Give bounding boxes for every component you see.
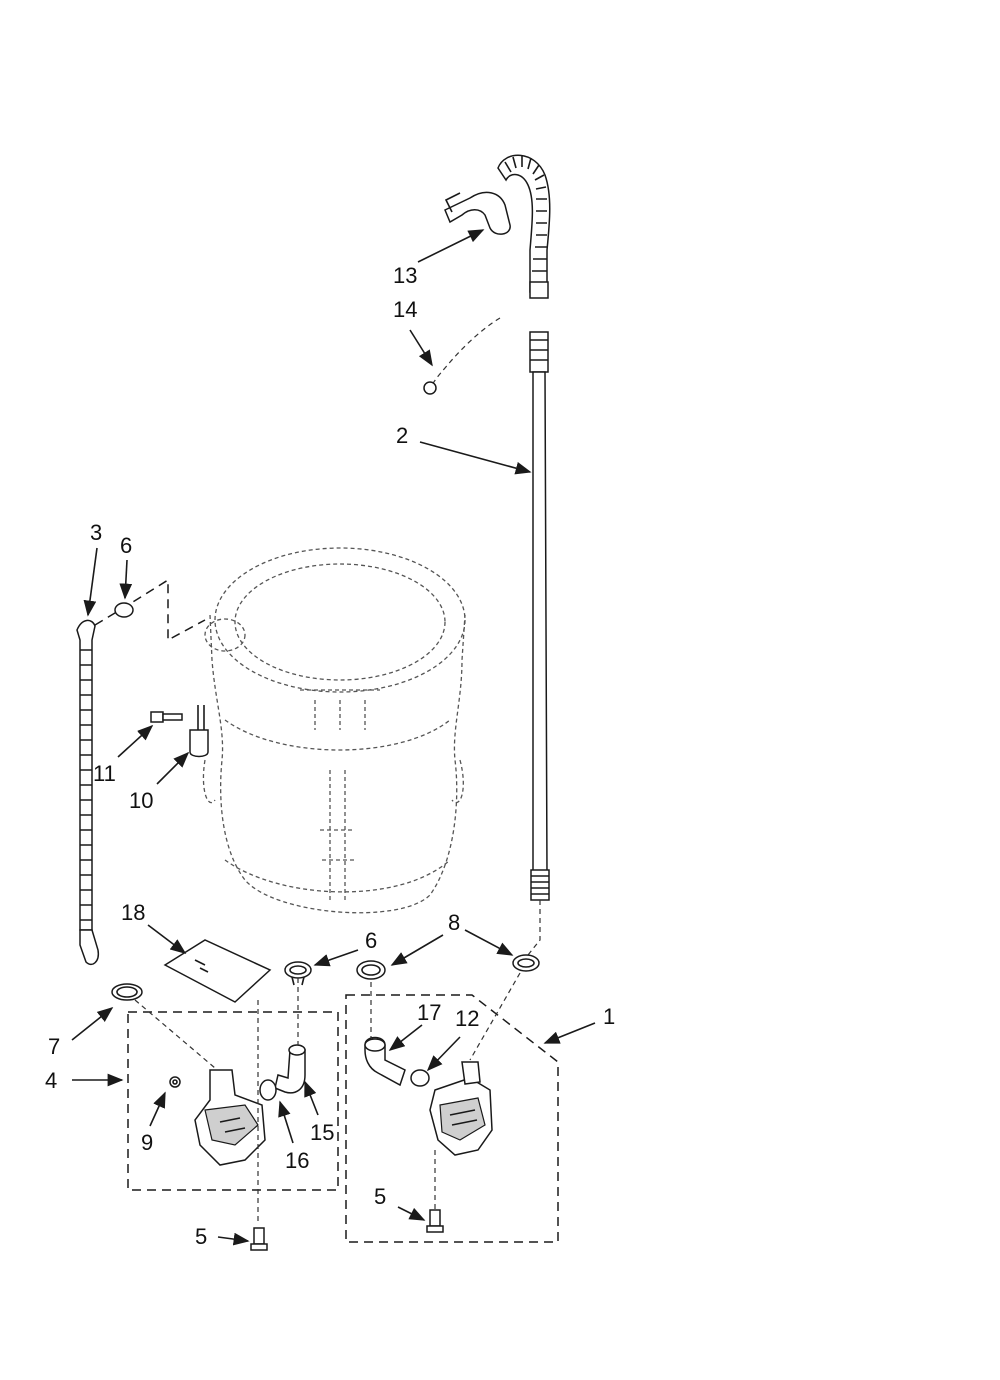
leader-lines xyxy=(71,229,596,1246)
callout-5-right: 5 xyxy=(374,1184,386,1209)
callout-9: 9 xyxy=(141,1130,153,1155)
callout-16: 16 xyxy=(285,1148,309,1173)
clamp-8-left xyxy=(356,960,386,980)
callout-3: 3 xyxy=(90,520,102,545)
callout-2: 2 xyxy=(396,423,408,448)
callout-18: 18 xyxy=(121,900,145,925)
screw-5-left xyxy=(250,1227,268,1251)
callout-8: 8 xyxy=(448,910,460,935)
callout-labels: 13 14 2 3 6 11 10 18 6 8 7 4 17 12 1 9 1… xyxy=(45,263,615,1249)
callout-6-bottom: 6 xyxy=(365,928,377,953)
callout-17: 17 xyxy=(417,1000,441,1025)
clamp-6-top xyxy=(114,602,134,618)
callout-14: 14 xyxy=(393,297,417,322)
screw-5-right xyxy=(426,1209,444,1233)
bracket-10 xyxy=(189,705,209,758)
callout-11: 11 xyxy=(93,761,116,786)
tub-outline xyxy=(202,547,466,914)
water-inlet-hose xyxy=(76,578,206,966)
callout-5-left: 5 xyxy=(195,1224,207,1249)
screw-11 xyxy=(150,711,183,723)
callout-12: 12 xyxy=(455,1006,479,1031)
clamp-8-right xyxy=(512,954,540,972)
shield-18 xyxy=(163,939,272,1003)
strap-14 xyxy=(423,317,501,395)
callout-1: 1 xyxy=(603,1004,615,1029)
callout-15: 15 xyxy=(310,1120,334,1145)
drain-pump-assembly-4 xyxy=(127,978,339,1225)
hose-clamp-13 xyxy=(444,191,511,235)
clamp-7 xyxy=(111,983,143,1001)
callout-13: 13 xyxy=(393,263,417,288)
callout-6-top: 6 xyxy=(120,533,132,558)
pump-assembly-1 xyxy=(345,972,559,1243)
callout-4: 4 xyxy=(45,1068,57,1093)
callout-10: 10 xyxy=(129,788,153,813)
callout-7: 7 xyxy=(48,1034,60,1059)
drain-hose xyxy=(497,154,551,966)
